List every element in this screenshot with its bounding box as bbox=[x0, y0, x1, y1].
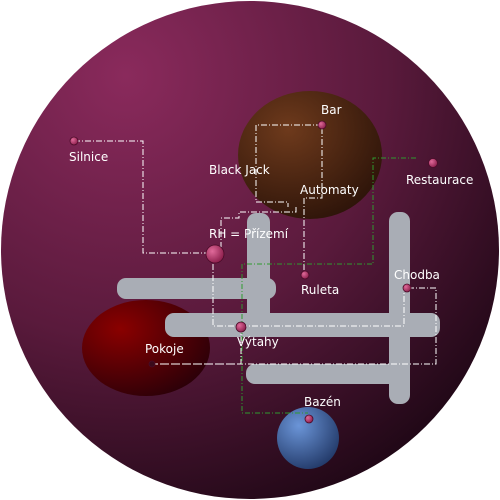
link-chodba-pokoje bbox=[152, 287, 437, 365]
label-pokoje: Pokoje bbox=[145, 342, 184, 356]
node-pokoje[interactable] bbox=[148, 360, 156, 368]
link-bazen bbox=[241, 326, 308, 414]
node-ruleta[interactable] bbox=[300, 270, 310, 280]
label-silnice: Silnice bbox=[69, 150, 109, 164]
label-bar: Bar bbox=[321, 103, 342, 117]
corridor-upper bbox=[117, 278, 276, 299]
links-green bbox=[241, 157, 416, 414]
label-restaurace: Restaurace bbox=[406, 173, 474, 187]
node-bazen[interactable] bbox=[304, 414, 314, 424]
link-vytahy-chodba bbox=[241, 288, 405, 327]
links-white bbox=[74, 124, 437, 365]
link-bar-ruleta bbox=[303, 128, 323, 272]
node-chodba[interactable] bbox=[402, 283, 412, 293]
label-ruleta: Ruleta bbox=[301, 283, 340, 297]
nodes bbox=[69, 120, 438, 424]
corridor-vertical-left bbox=[247, 213, 270, 331]
label-chodba: Chodba bbox=[394, 268, 440, 282]
label-automaty: Automaty bbox=[300, 183, 359, 197]
pool-zone[interactable] bbox=[277, 407, 339, 469]
link-restaurace bbox=[241, 157, 416, 326]
link-automaty-rh bbox=[220, 207, 297, 250]
link-silnice-rh bbox=[74, 140, 213, 254]
label-rh: RH = Přízemí bbox=[209, 227, 289, 241]
corridor-lower bbox=[246, 364, 410, 384]
link-rh-vytahy bbox=[212, 253, 241, 327]
label-black-jack: Black Jack bbox=[209, 163, 270, 177]
link-bar-automaty bbox=[255, 124, 322, 207]
corridor-vertical-right bbox=[389, 212, 410, 404]
node-bar[interactable] bbox=[317, 120, 327, 130]
node-silnice[interactable] bbox=[69, 136, 79, 146]
corridors bbox=[117, 212, 440, 404]
node-restaurace[interactable] bbox=[428, 158, 438, 168]
node-rh[interactable] bbox=[205, 244, 225, 264]
label-vytahy: Výtahy bbox=[237, 335, 279, 349]
label-bazen: Bazén bbox=[304, 395, 341, 409]
corridor-middle bbox=[165, 313, 440, 337]
node-vytahy[interactable] bbox=[235, 321, 247, 333]
bar-zone[interactable] bbox=[238, 91, 382, 219]
